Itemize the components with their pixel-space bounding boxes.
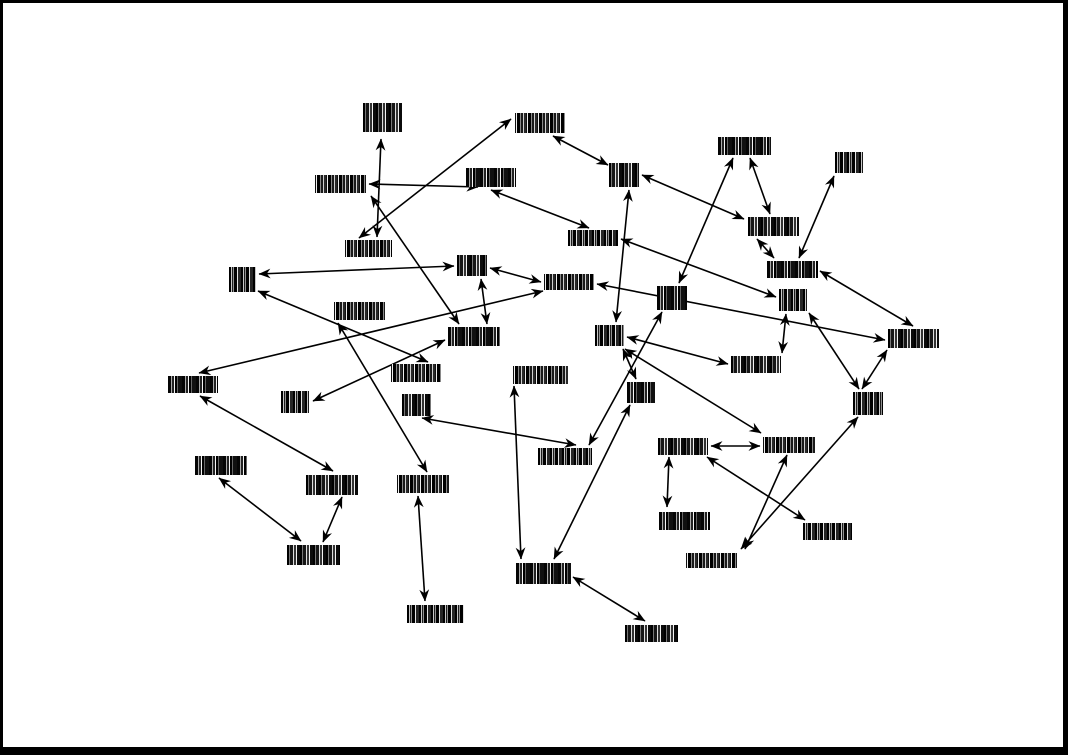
graph-node [657,286,687,310]
graph-node [686,553,737,568]
edge-n29-n36 [662,456,674,508]
edge-n18-n34 [337,322,428,473]
graph-node [544,274,594,290]
graph-node [803,523,852,540]
edge-n2-n5 [552,135,609,166]
edge-n27-n40 [553,404,631,560]
graph-node [625,625,678,642]
edge-n17-n28 [861,349,888,390]
edge-n9-n11 [756,238,775,259]
edge-n23-n33 [199,395,334,472]
graph-node [397,475,449,493]
edge-n40-n42 [572,576,646,622]
graph-node [402,394,431,416]
edge-n6-n7 [368,179,479,192]
graph-node [568,230,618,246]
graph-node [658,438,708,455]
graph-node [306,475,358,495]
graph-node [888,329,939,348]
edge-n3-n9 [749,157,771,215]
graph-node [229,267,256,292]
edge-n5-n9 [641,174,745,220]
graph-node [466,168,516,187]
edge-n13-n14 [489,266,542,284]
graph-node [748,217,799,236]
graph-node [515,113,565,133]
graph-node [315,175,366,193]
graph-node [448,327,500,346]
graph-node [731,356,781,373]
graph-node [595,325,624,346]
edge-n34-n41 [413,495,430,602]
graph-node [345,240,392,257]
graph-node [168,376,218,393]
graph-node [516,563,571,584]
edge-n12-n13 [258,261,455,279]
graph-node [457,255,487,276]
edge-n16-n21 [778,313,790,354]
graph-node [391,364,441,382]
graph-node [195,456,247,475]
graph-node [659,512,710,530]
graph-node [334,302,385,320]
graph-node [363,103,402,132]
graph-node [407,605,464,623]
edge-n13-n19 [477,278,491,325]
edge-n4-n11 [798,175,835,259]
edge-n26-n40 [509,385,526,560]
edge-n11-n17 [819,270,914,327]
graph-node [287,545,340,565]
graph-node [513,366,568,384]
graph-node [853,392,883,415]
edge-n31-n38 [218,477,302,542]
graph-node [609,163,639,187]
edge-n29-n37 [706,456,806,521]
graph-node [627,382,655,403]
edge-n5-n20 [612,189,633,323]
graph-node [767,261,818,278]
edge-n7-n8 [490,189,590,229]
edge-n30-n39 [744,454,788,550]
graph-node [538,448,592,465]
edge-n25-n32 [421,415,577,448]
graph-node [763,437,815,453]
graph-node [718,137,771,155]
edge-n33-n38 [322,496,343,543]
edge-n16-n28 [808,312,860,390]
edge-n8-n16 [620,238,777,298]
graph-node [281,391,309,413]
graph-node [835,152,863,173]
graph-node [779,289,807,311]
edge-n14-n17 [596,281,886,343]
